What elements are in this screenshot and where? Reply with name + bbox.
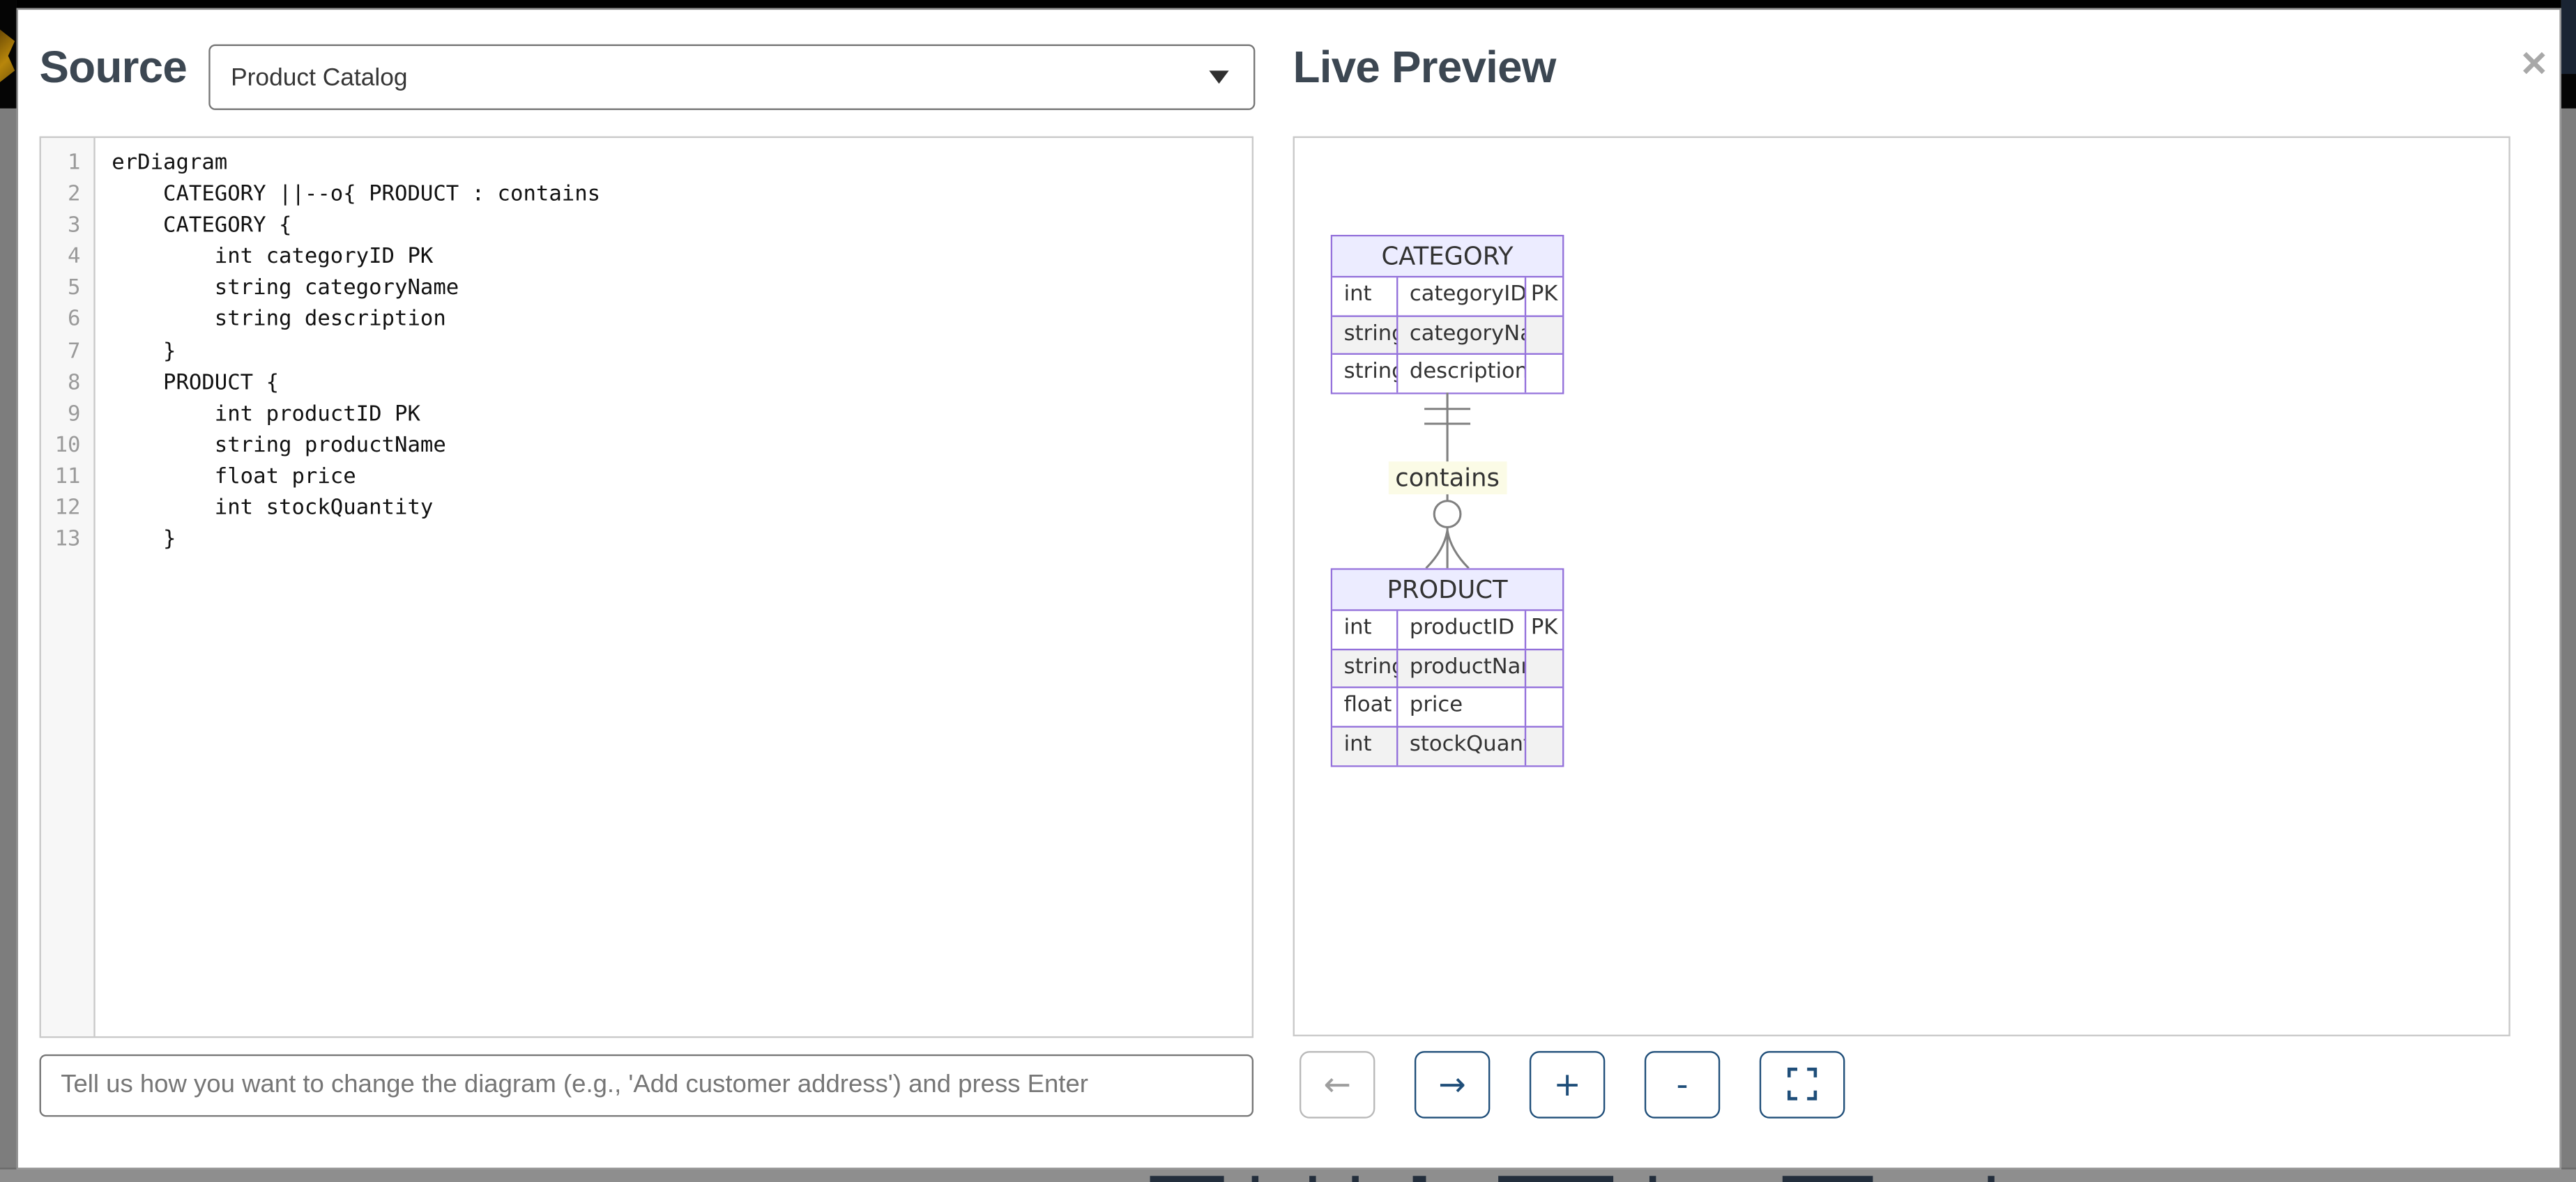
background-top-bar [0,0,2576,8]
preview-panel-title: Live Preview [1293,42,1557,91]
background-logo-fragment [0,29,15,82]
code-line: int productID PK [112,401,420,427]
code-line: string description [112,307,446,333]
background-page-remnant [1988,1176,1995,1182]
entity-cell-type: string [1343,654,1396,680]
entity-cell-type: int [1343,615,1372,641]
entity-cell-key [1524,650,1562,687]
entity-table-category: CATEGORYintcategoryIDPKstringcategoryNam… [1330,234,1564,394]
line-number: 4 [68,245,81,270]
background-page-remnant [1352,1176,1359,1182]
entity-cell-name: description [1396,355,1525,393]
background-page-remnant [1498,1176,1614,1182]
live-preview-canvas[interactable]: CATEGORYintcategoryIDPKstringcategoryNam… [1293,136,2510,1036]
editor-code[interactable]: erDiagram CATEGORY ||--o{ PRODUCT : cont… [96,138,1252,1036]
background-page-remnant [1412,1176,1426,1182]
background-bottom-strip [0,1167,2576,1182]
line-number: 3 [68,213,81,239]
code-line: int categoryID PK [112,245,434,270]
background-page-remnant [1150,1176,1224,1182]
entity-cell-name: productID [1396,611,1525,649]
entity-cell-type: float [1343,693,1392,719]
close-icon[interactable]: ✕ [2511,42,2557,88]
entity-title: CATEGORY [1332,236,1563,276]
line-number: 10 [54,433,81,459]
line-number: 11 [54,464,81,490]
forward-arrow-button[interactable]: → [1414,1050,1491,1118]
diagram-select-dropdown[interactable]: Product Catalog [208,44,1255,110]
line-number: 6 [68,307,81,333]
line-number: 8 [68,370,81,396]
zoom-out-icon: - [1676,1064,1689,1104]
entity-cell-type: string [1343,360,1396,385]
entity-cell-key [1524,728,1562,765]
diagram-select-value: Product Catalog [231,63,408,91]
background-page-remnant [1782,1176,1873,1182]
entity-cell-key [1524,316,1562,354]
back-arrow-icon: ← [1323,1064,1351,1104]
background-navbar-fragment [2560,0,2576,75]
line-number: 12 [54,496,81,521]
forward-arrow-icon: → [1438,1064,1466,1104]
entity-cell-type: int [1343,732,1372,758]
background-page-remnant [1309,1176,1316,1182]
source-panel-title: Source [39,42,188,91]
fit-screen-icon [1787,1067,1817,1100]
code-line: string categoryName [112,276,459,302]
entity-cell-name: categoryID [1396,277,1525,315]
background-right-strip [2560,0,2576,1182]
chevron-down-icon [1208,70,1228,84]
preview-toolbar: ← → + - [1299,1050,1845,1118]
line-number: 5 [68,276,81,302]
entity-cell-key [1524,355,1562,393]
line-number: 2 [68,182,81,208]
entity-cell-name: categoryName [1396,316,1525,354]
entity-cell-key: PK [1524,611,1562,649]
code-line: CATEGORY { [112,213,292,239]
code-line: } [112,527,176,553]
code-line: CATEGORY ||--o{ PRODUCT : contains [112,182,601,208]
code-line: } [112,339,176,364]
entity-title: PRODUCT [1332,569,1563,610]
fit-view-button[interactable] [1759,1050,1845,1118]
code-line: string productName [112,433,446,459]
entity-cell-type: int [1343,282,1372,307]
code-line: PRODUCT { [112,370,280,396]
background-page-remnant [1251,1176,1259,1182]
background-header-fragment [2560,74,2576,109]
entity-cell-key: PK [1524,277,1562,315]
background-page-remnant [1649,1176,1656,1182]
background-left-strip [0,0,16,1182]
code-line: float price [112,464,356,490]
code-line: erDiagram [112,151,228,176]
entity-cell-name: productName [1396,650,1525,687]
code-line: int stockQuantity [112,496,434,521]
zoom-in-icon: + [1553,1064,1581,1104]
zoom-out-button[interactable]: - [1644,1050,1721,1118]
entity-cell-type: string [1343,321,1396,346]
entity-cell-name: stockQuantity [1396,728,1525,765]
back-arrow-button[interactable]: ← [1299,1050,1375,1118]
entity-table-product: PRODUCTintproductIDPKstringproductNamefl… [1330,568,1564,767]
line-number: 7 [68,339,81,364]
change-prompt-input[interactable] [39,1053,1254,1116]
line-number: 9 [68,401,81,427]
relationship-label: contains [1388,461,1507,495]
line-number: 1 [68,151,81,176]
entity-cell-key [1524,689,1562,726]
line-number: 13 [54,527,81,553]
entity-attribute-row: int stockQuantity [1332,726,1563,765]
entity-cell-name: price [1396,689,1525,726]
zoom-in-button[interactable]: + [1529,1050,1606,1118]
